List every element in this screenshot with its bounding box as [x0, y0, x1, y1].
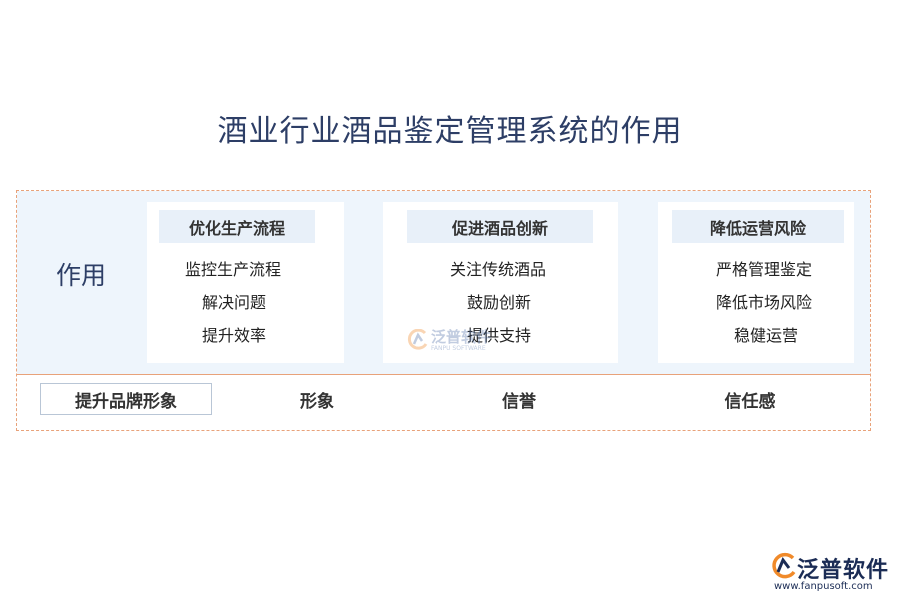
card-item: 解决问题 [202, 293, 267, 312]
brand-url: www.fanpusoft.com [774, 581, 873, 592]
bottom-box-trust: 信任感 [672, 383, 828, 415]
card-item: 监控生产流程 [185, 260, 282, 279]
bottom-box-image: 形象 [239, 383, 395, 415]
watermark-mark-icon [407, 329, 428, 350]
card-item: 稳健运营 [734, 326, 799, 345]
watermark-sub: FANPU SOFTWARE [431, 345, 486, 352]
side-label: 作用 [56, 261, 107, 290]
bottom-box-reputation: 信誉 [441, 383, 597, 415]
card-item: 提升效率 [202, 326, 267, 345]
card-item: 降低市场风险 [716, 293, 813, 312]
brand-logo: 泛普软件 www.fanpusoft.com [770, 552, 895, 596]
card-item: 提供支持 [467, 326, 532, 345]
watermark-logo: 泛普软件 FANPU SOFTWARE [407, 325, 537, 357]
card-heading: 降低运营风险 [672, 210, 844, 243]
function-card-innovation: 促进酒品创新 关注传统酒品 鼓励创新 提供支持 [383, 202, 618, 363]
card-heading: 促进酒品创新 [407, 210, 593, 243]
dashed-frame [16, 190, 871, 431]
function-card-risk: 降低运营风险 严格管理鉴定 降低市场风险 稳健运营 [658, 202, 854, 363]
card-item: 严格管理鉴定 [716, 260, 813, 279]
brand-name: 泛普软件 [797, 558, 890, 583]
card-heading: 优化生产流程 [159, 210, 315, 243]
card-item: 鼓励创新 [467, 293, 532, 312]
brand-mark-icon [772, 552, 796, 579]
diagram-title: 酒业行业酒品鉴定管理系统的作用 [217, 114, 683, 149]
watermark-name: 泛普软件 [431, 328, 492, 346]
section-divider [17, 374, 870, 375]
card-item: 关注传统酒品 [450, 260, 547, 279]
bottom-box-brand-image: 提升品牌形象 [40, 383, 212, 415]
function-card-production: 优化生产流程 监控生产流程 解决问题 提升效率 [147, 202, 344, 363]
